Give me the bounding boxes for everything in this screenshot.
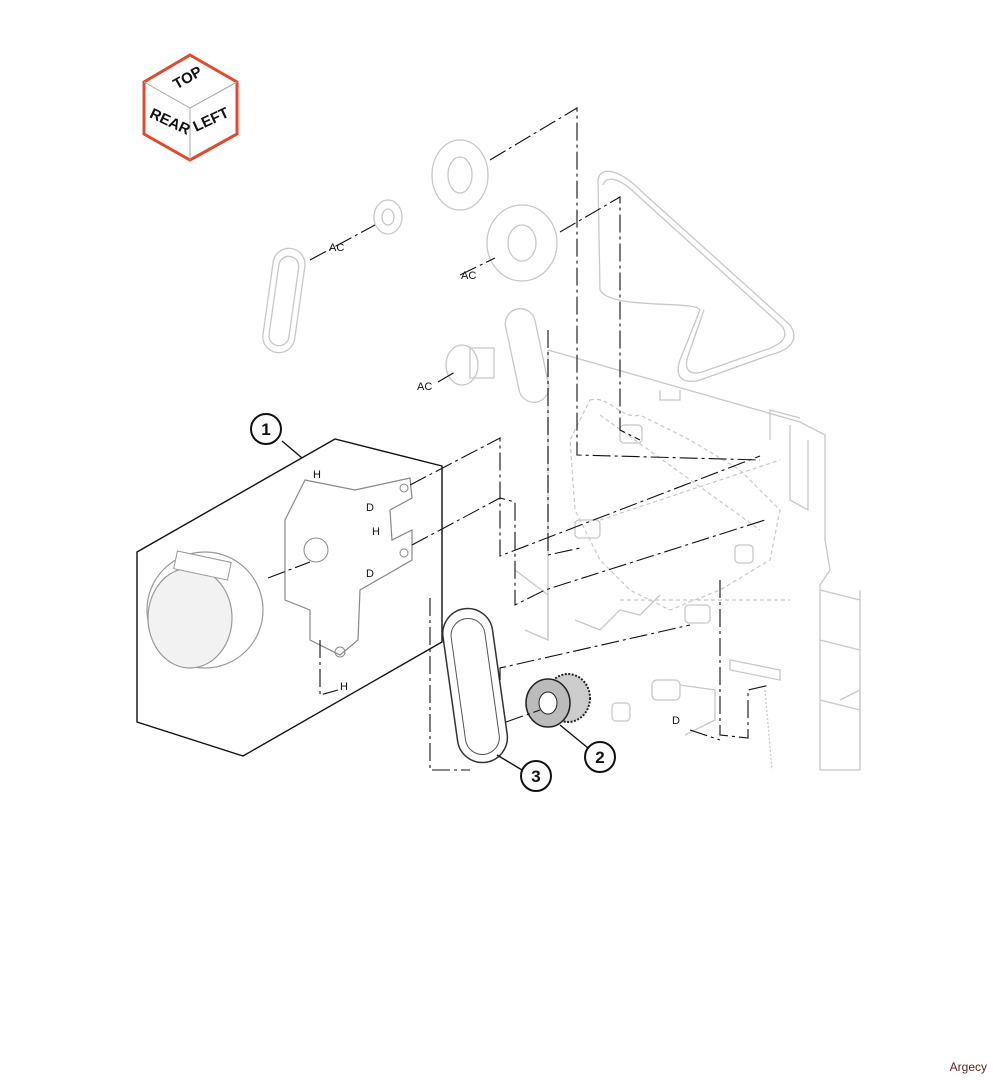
callout-2: 2 <box>584 741 616 773</box>
watermark: Argecy <box>949 1060 987 1074</box>
label-h: H <box>340 681 348 693</box>
orientation-cube: TOP REAR LEFT <box>142 53 239 162</box>
label-d: D <box>366 568 374 580</box>
svg-text:1: 1 <box>261 420 270 439</box>
label-ac: AC <box>461 270 476 282</box>
svg-text:2: 2 <box>595 748 604 767</box>
label-h: H <box>313 469 321 481</box>
label-d: D <box>672 715 680 727</box>
label-ac: AC <box>417 381 432 393</box>
callout-3: 3 <box>520 760 552 792</box>
svg-text:3: 3 <box>531 767 540 786</box>
label-d: D <box>366 502 374 514</box>
callout-1: 1 <box>250 413 282 445</box>
label-ac: AC <box>329 242 344 254</box>
motor-assembly <box>136 438 443 757</box>
belt-part-3 <box>442 607 509 764</box>
leader-lines <box>267 107 771 771</box>
label-h: H <box>372 526 380 538</box>
gear-part-2 <box>525 673 591 728</box>
